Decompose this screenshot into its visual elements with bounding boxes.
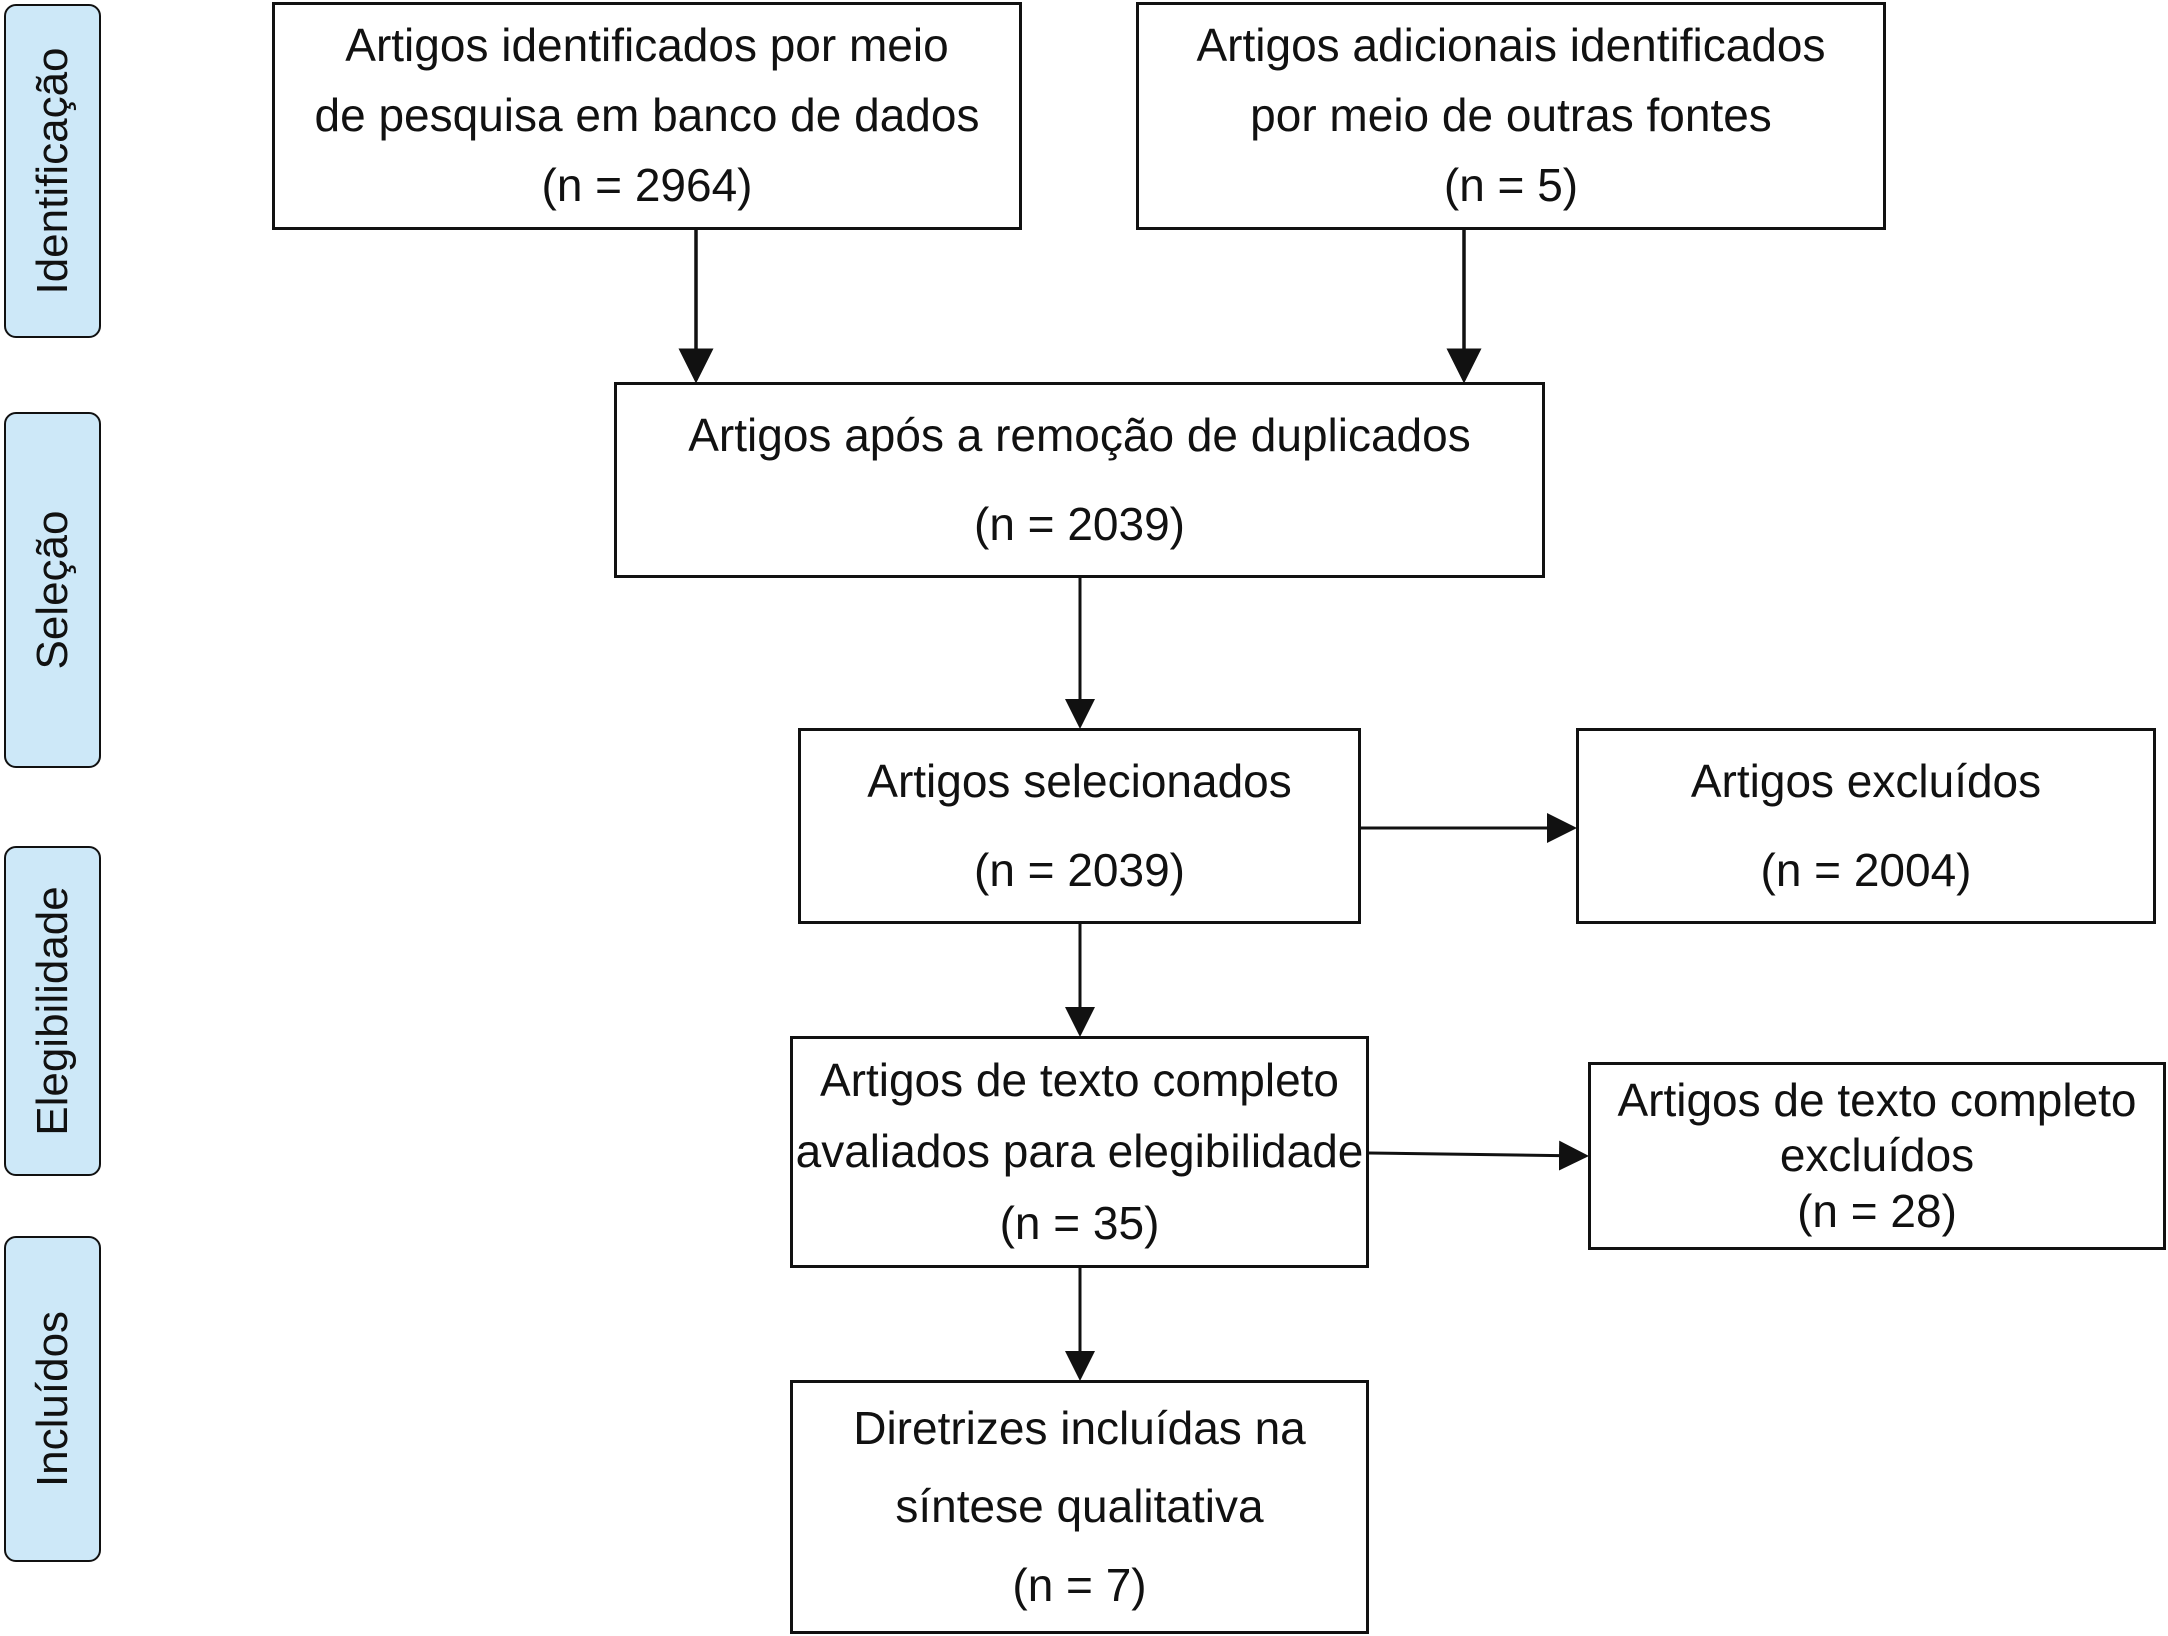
box-fulltext-excluded-count: (n = 28) bbox=[1797, 1184, 1957, 1237]
box-database-search: Artigos identificados por meio de pesqui… bbox=[272, 2, 1022, 230]
box-fulltext-excluded-line1: Artigos de texto completo bbox=[1617, 1074, 2137, 1127]
box-after-duplicates: Artigos após a remoção de duplicados (n … bbox=[614, 382, 1545, 578]
box-after-duplicates-line1: Artigos após a remoção de duplicados bbox=[688, 408, 1471, 461]
box-database-search-line2: de pesquisa em banco de dados bbox=[314, 89, 980, 142]
box-excluded-line1: Artigos excluídos bbox=[1690, 754, 2042, 807]
box-excluded: Artigos excluídos (n = 2004) bbox=[1576, 728, 2156, 924]
box-included: Diretrizes incluídas na síntese qualitat… bbox=[790, 1380, 1369, 1634]
box-selected-line1: Artigos selecionados bbox=[867, 754, 1292, 807]
box-included-line1: Diretrizes incluídas na bbox=[853, 1401, 1306, 1454]
box-database-search-line1: Artigos identificados por meio bbox=[345, 19, 949, 72]
box-database-search-count: (n = 2964) bbox=[541, 159, 753, 212]
box-fulltext-assessed-line1: Artigos de texto completo bbox=[819, 1054, 1340, 1107]
box-fulltext-excluded-line2: excluídos bbox=[1779, 1129, 1975, 1182]
box-fulltext-assessed-line2: avaliados para elegibilidade bbox=[795, 1125, 1364, 1178]
box-selected: Artigos selecionados (n = 2039) bbox=[798, 728, 1361, 924]
arrow-fulltext-to-fulltext-excluded bbox=[1368, 1140, 1589, 1171]
phase-incluidos: Incluídos bbox=[4, 1236, 101, 1562]
box-fulltext-assessed-count: (n = 35) bbox=[999, 1196, 1160, 1249]
box-fulltext-excluded: Artigos de texto completo excluídos (n =… bbox=[1588, 1062, 2166, 1250]
box-other-sources-line2: por meio de outras fontes bbox=[1250, 89, 1772, 142]
box-included-count: (n = 7) bbox=[1012, 1559, 1147, 1612]
box-excluded-count: (n = 2004) bbox=[1760, 843, 1972, 896]
box-fulltext-assessed: Artigos de texto completo avaliados para… bbox=[790, 1036, 1369, 1268]
box-other-sources: Artigos adicionais identificados por mei… bbox=[1136, 2, 1886, 230]
box-included-line2: síntese qualitativa bbox=[895, 1480, 1264, 1533]
box-other-sources-line1: Artigos adicionais identificados bbox=[1196, 19, 1826, 72]
phase-identificacao: Identificação bbox=[4, 4, 101, 338]
box-after-duplicates-count: (n = 2039) bbox=[974, 497, 1185, 550]
phase-elegibilidade: Elegibilidade bbox=[4, 846, 101, 1176]
box-selected-count: (n = 2039) bbox=[974, 843, 1185, 896]
phase-selecao: Seleção bbox=[4, 412, 101, 768]
box-other-sources-count: (n = 5) bbox=[1443, 159, 1579, 212]
